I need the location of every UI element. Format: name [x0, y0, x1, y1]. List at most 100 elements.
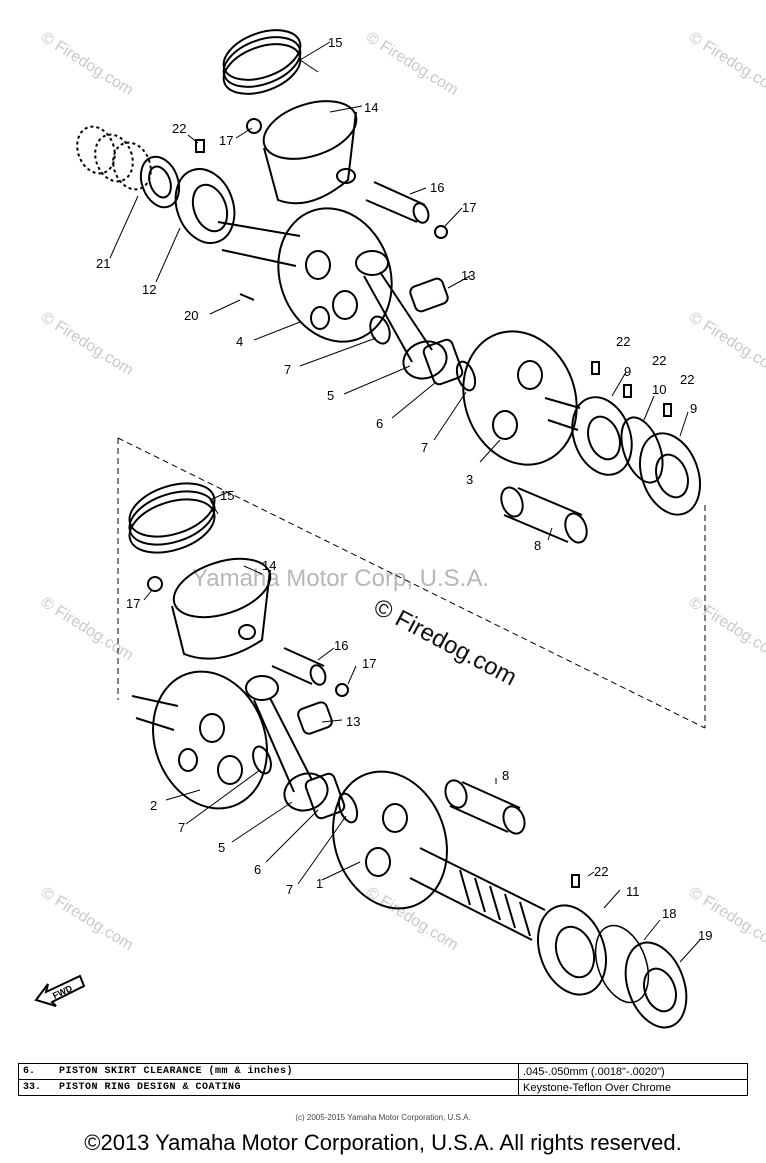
connecting-rod-upper [355, 250, 448, 380]
part-label-2: 2 [150, 798, 157, 813]
part-label-6: 6 [254, 862, 261, 877]
part-label-6: 6 [376, 416, 383, 431]
bearing-spacer [620, 416, 664, 484]
part-label-8: 8 [534, 538, 541, 553]
part-label-12: 12 [142, 282, 156, 297]
watermark-text: © Firedog.com [38, 594, 136, 664]
piston-clip-upper-right [434, 225, 448, 239]
part-number-labels: 15 14 17 22 16 17 21 12 20 4 13 7 5 6 7 … [96, 35, 712, 943]
crank-half-upper-left [277, 207, 393, 343]
piston-lower [171, 557, 272, 660]
lower-assembly [128, 482, 688, 1029]
main-bearing [639, 432, 701, 516]
watermark-text: © Firedog.com [38, 29, 136, 99]
crank-pin-bearing-upper [422, 338, 464, 386]
piston-clip-lower-left [147, 576, 163, 592]
exploded-crankshaft-diagram: © Firedog.com © Firedog.com © Firedog.co… [34, 29, 766, 1029]
part-label-8: 8 [502, 768, 509, 783]
spec-value: .045-.050mm (.0018"-.0020") [518, 1063, 748, 1080]
part-label-15: 15 [220, 488, 234, 503]
part-label-7: 7 [284, 362, 291, 377]
spec-number: 33. [18, 1079, 55, 1096]
crank-half-upper-right [462, 330, 581, 466]
part-label-22: 22 [594, 864, 608, 879]
part-label-10: 10 [652, 382, 666, 397]
dowel-pin [571, 874, 580, 888]
table-row: 6. PISTON SKIRT CLEARANCE (mm & inches) … [18, 1063, 748, 1080]
crank-half-lower-right [332, 770, 546, 941]
piston-pin-upper [365, 181, 430, 224]
connecting-rod-lower [245, 675, 329, 812]
dowel-pin [623, 384, 632, 398]
thrust-washer [369, 315, 391, 345]
part-label-14: 14 [262, 558, 276, 573]
needle-bearing-upper [409, 277, 449, 313]
part-label-9: 9 [690, 401, 697, 416]
main-bearing-left [174, 168, 236, 244]
table-row: 33. PISTON RING DESIGN & COATING Keyston… [18, 1079, 748, 1096]
part-label-7: 7 [421, 440, 428, 455]
part-label-22: 22 [616, 334, 630, 349]
part-label-9: 9 [624, 364, 631, 379]
needle-bearing-lower [297, 701, 333, 735]
part-label-20: 20 [184, 308, 198, 323]
watermark-layer: © Firedog.com © Firedog.com © Firedog.co… [38, 29, 766, 954]
part-label-1: 1 [316, 876, 323, 891]
part-label-17: 17 [219, 133, 233, 148]
watermark-text: © Firedog.com [363, 29, 461, 99]
part-label-13: 13 [346, 714, 360, 729]
piston-clip-upper-left [246, 118, 262, 134]
part-label-5: 5 [218, 840, 225, 855]
copyright-text: ©2013 Yamaha Motor Corporation, U.S.A. A… [84, 1130, 682, 1155]
part-label-7: 7 [178, 820, 185, 835]
part-label-22: 22 [680, 372, 694, 387]
fwd-label: FWD [51, 983, 74, 1001]
part-label-3: 3 [466, 472, 473, 487]
dowel-pin [663, 403, 672, 417]
forward-arrow-icon: FWD [34, 974, 86, 1007]
spec-label: PISTON RING DESIGN & COATING [55, 1079, 519, 1096]
main-bearing [571, 396, 633, 476]
part-label-4: 4 [236, 334, 243, 349]
spec-number: 6. [18, 1063, 55, 1080]
watermark-text: © Firedog.com [38, 309, 136, 379]
part-label-11: 11 [626, 884, 640, 899]
part-label-22: 22 [172, 121, 186, 136]
watermark-text: © Firedog.com [686, 309, 766, 379]
main-bearing-right [537, 904, 607, 996]
spec-table: 6. PISTON SKIRT CLEARANCE (mm & inches) … [18, 1063, 748, 1096]
piston-rings-upper [222, 29, 302, 95]
part-label-5: 5 [327, 388, 334, 403]
leader-lines [109, 41, 701, 963]
oil-seal-right [624, 941, 688, 1029]
part-label-22: 22 [652, 353, 666, 368]
piston-clip-lower-right [335, 683, 349, 697]
watermark-text: © Firedog.com [38, 884, 136, 954]
thrust-washer [337, 792, 359, 824]
thrust-washer [252, 745, 272, 775]
watermark-text: © Firedog.com [686, 29, 766, 99]
piston-pin-lower [271, 647, 327, 686]
spec-value: Keystone-Teflon Over Chrome [518, 1079, 748, 1096]
woodruff-key [239, 293, 255, 301]
dowel-pin [195, 139, 205, 153]
crank-tube-lower [444, 779, 526, 835]
firedog-center-watermark: © Firedog.com [369, 593, 521, 691]
crank-tube-upper [500, 486, 588, 544]
assembly-alignment-line [117, 437, 706, 729]
watermark-text: © Firedog.com [686, 594, 766, 664]
watermark-text: © Firedog.com [363, 884, 461, 954]
crank-pin-bearing-lower [304, 772, 346, 820]
circlip [594, 924, 650, 1004]
part-label-15: 15 [328, 35, 342, 50]
watermark-text: © Firedog.com [686, 884, 766, 954]
part-label-17: 17 [462, 200, 476, 215]
oil-seal [139, 155, 181, 209]
part-label-21: 21 [96, 256, 110, 271]
oil-seal-stack [76, 125, 152, 191]
part-label-17: 17 [362, 656, 376, 671]
part-label-17: 17 [126, 596, 140, 611]
upper-assembly [76, 29, 701, 544]
part-label-16: 16 [334, 638, 348, 653]
